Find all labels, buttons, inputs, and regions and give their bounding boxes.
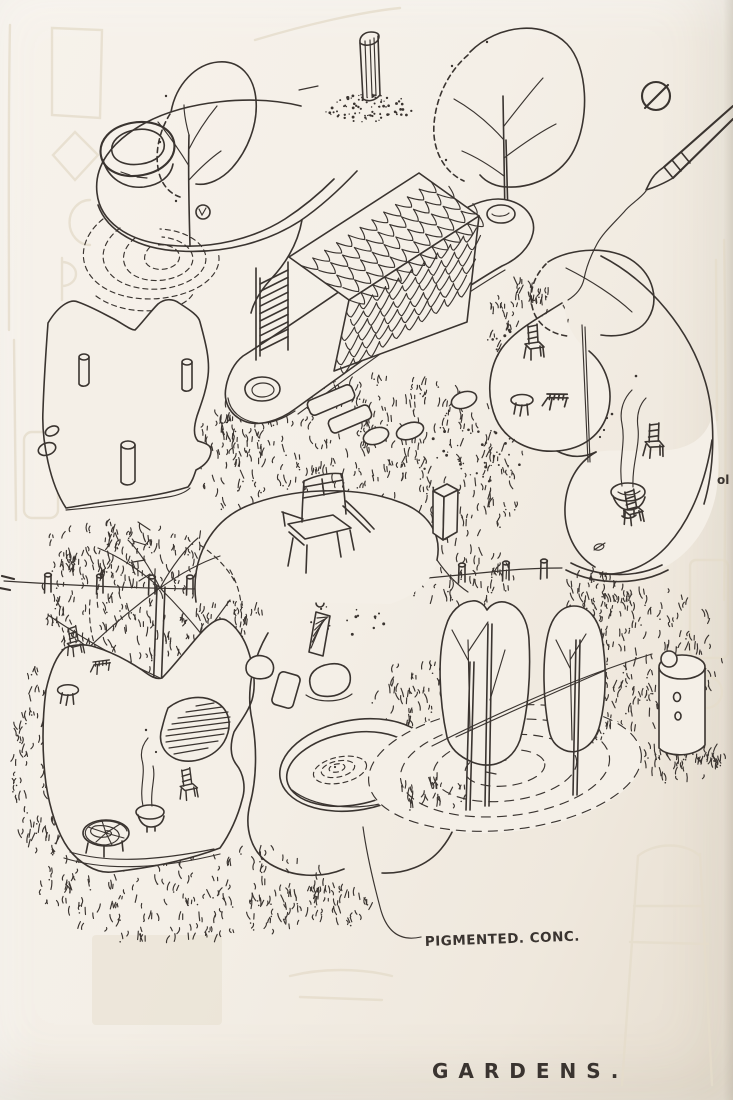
spiral-bench xyxy=(82,819,130,858)
notch xyxy=(660,650,678,668)
concrete-monolith xyxy=(430,483,459,541)
leader-line xyxy=(362,826,422,939)
dashed-ground-contours xyxy=(82,218,220,312)
timber-post xyxy=(298,31,381,102)
stepping-stone xyxy=(362,426,390,446)
tree-topright xyxy=(433,27,586,219)
stepping-stone xyxy=(395,421,425,441)
stone-slab xyxy=(271,671,301,709)
ink-drawing xyxy=(0,27,733,939)
hatched-chaise xyxy=(159,696,231,762)
deck-chair xyxy=(541,393,569,411)
roof-scale-cladding xyxy=(300,181,484,305)
technical-pen xyxy=(567,104,733,301)
ladder-hatched-end xyxy=(255,261,289,361)
edge-text-fragment: ol xyxy=(717,473,729,487)
chair xyxy=(179,766,199,802)
bollard xyxy=(78,353,90,387)
scallop-pavilion xyxy=(255,172,484,375)
round-table xyxy=(56,684,80,706)
boomerang-slab xyxy=(37,298,212,511)
tree-planting-hole xyxy=(486,204,516,224)
columnar-tree xyxy=(439,600,531,766)
stone xyxy=(37,441,57,457)
paver-steps xyxy=(306,384,478,446)
armchair xyxy=(281,472,375,574)
pen-drawn-line xyxy=(567,190,647,301)
page-edge-shadow xyxy=(723,0,733,1100)
fire-smoke xyxy=(140,737,155,807)
material-note-label: PIGMENTED. CONC. xyxy=(425,929,581,950)
stepping-stone xyxy=(450,390,478,410)
tree-canopy xyxy=(547,249,655,337)
fire-smoke xyxy=(620,389,647,488)
ramp-and-bowl-planter xyxy=(95,99,358,314)
tree-trunks xyxy=(465,623,581,811)
contoured-mound xyxy=(132,490,469,604)
stone xyxy=(44,425,60,437)
round-table xyxy=(510,393,534,417)
circled-v-mark xyxy=(195,204,211,220)
notched-cylinder xyxy=(658,650,706,756)
chair xyxy=(523,323,545,361)
drawing-title-label: GARDENS. xyxy=(432,1059,628,1083)
chair xyxy=(66,624,86,658)
deck-chair xyxy=(89,659,111,676)
hatched-post xyxy=(308,611,331,657)
s-curved-terrace xyxy=(488,249,719,583)
circle-slash-mark xyxy=(640,80,672,112)
deck-hole xyxy=(244,376,281,402)
sapling-topleft xyxy=(156,61,258,247)
boulder xyxy=(308,662,352,698)
bollard xyxy=(120,440,136,486)
concrete-path-edge xyxy=(247,632,345,877)
wall-scale-cladding xyxy=(335,227,482,375)
ringed-mound-garden xyxy=(367,600,653,834)
post-hatching xyxy=(310,616,329,649)
fire-bowl-right xyxy=(610,482,646,519)
chair xyxy=(642,422,665,460)
tree-stake xyxy=(581,324,591,463)
bottom-left-terrace xyxy=(42,618,255,873)
boulder xyxy=(245,654,275,680)
fire-bowl-left xyxy=(135,804,165,833)
bollard xyxy=(181,358,193,392)
